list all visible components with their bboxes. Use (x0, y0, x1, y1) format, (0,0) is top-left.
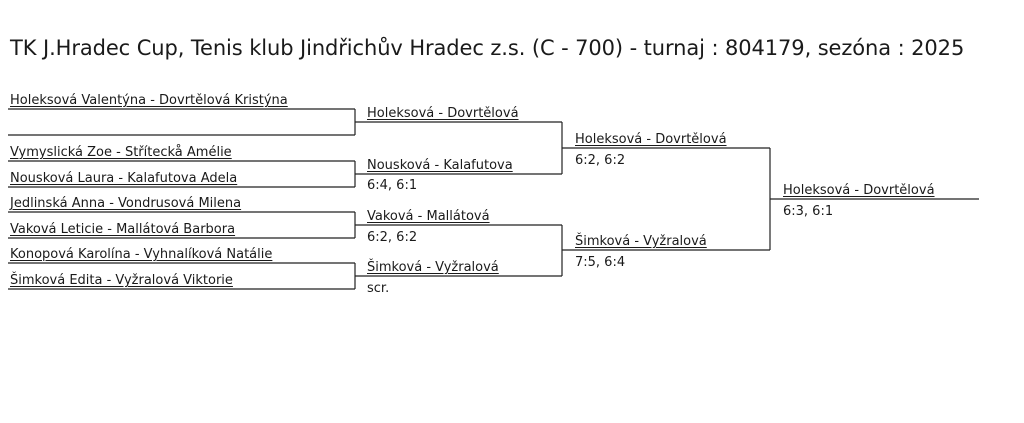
page-title: TK J.Hradec Cup, Tenis klub Jindřichův H… (10, 36, 965, 60)
r2-entry-1: Holeksová - Dovrtělová (367, 106, 519, 121)
r2-entry-2: Nousková - Kalafutova (367, 158, 513, 173)
r2-score-2: 6:4, 6:1 (367, 178, 418, 193)
r1-entry-5: Jedlinská Anna - Vondrusová Milena (10, 196, 242, 211)
r2-entry-3: Vaková - Mallátová (367, 209, 490, 224)
r1-entry-3: Vymyslická Zoe - Stříteckå Amélie (10, 145, 232, 160)
r3-entry-1: Holeksová - Dovrtělová (575, 132, 727, 147)
r1-entry-6: Vaková Leticie - Mallátová Barbora (10, 222, 236, 237)
r1-entry-1: Holeksová Valentýna - Dovrtělová Kristýn… (10, 93, 288, 108)
final-score: 6:3, 6:1 (783, 204, 834, 219)
r1-entry-4: Nousková Laura - Kalafutova Adela (10, 171, 238, 186)
r2-score-4: scr. (367, 281, 390, 296)
r2-score-3: 6:2, 6:2 (367, 230, 418, 245)
r2-entry-4: Šimková - Vyžralová (367, 260, 499, 275)
r3-score-2: 7:5, 6:4 (575, 255, 626, 270)
r1-entry-8: Šimková Edita - Vyžralová Viktorie (10, 273, 233, 288)
r3-entry-2: Šimková - Vyžralová (575, 234, 707, 249)
r1-entry-7: Konopová Karolína - Vyhnalíková Natálie (10, 247, 273, 262)
r3-score-1: 6:2, 6:2 (575, 153, 626, 168)
final-entry: Holeksová - Dovrtělová (783, 183, 935, 198)
